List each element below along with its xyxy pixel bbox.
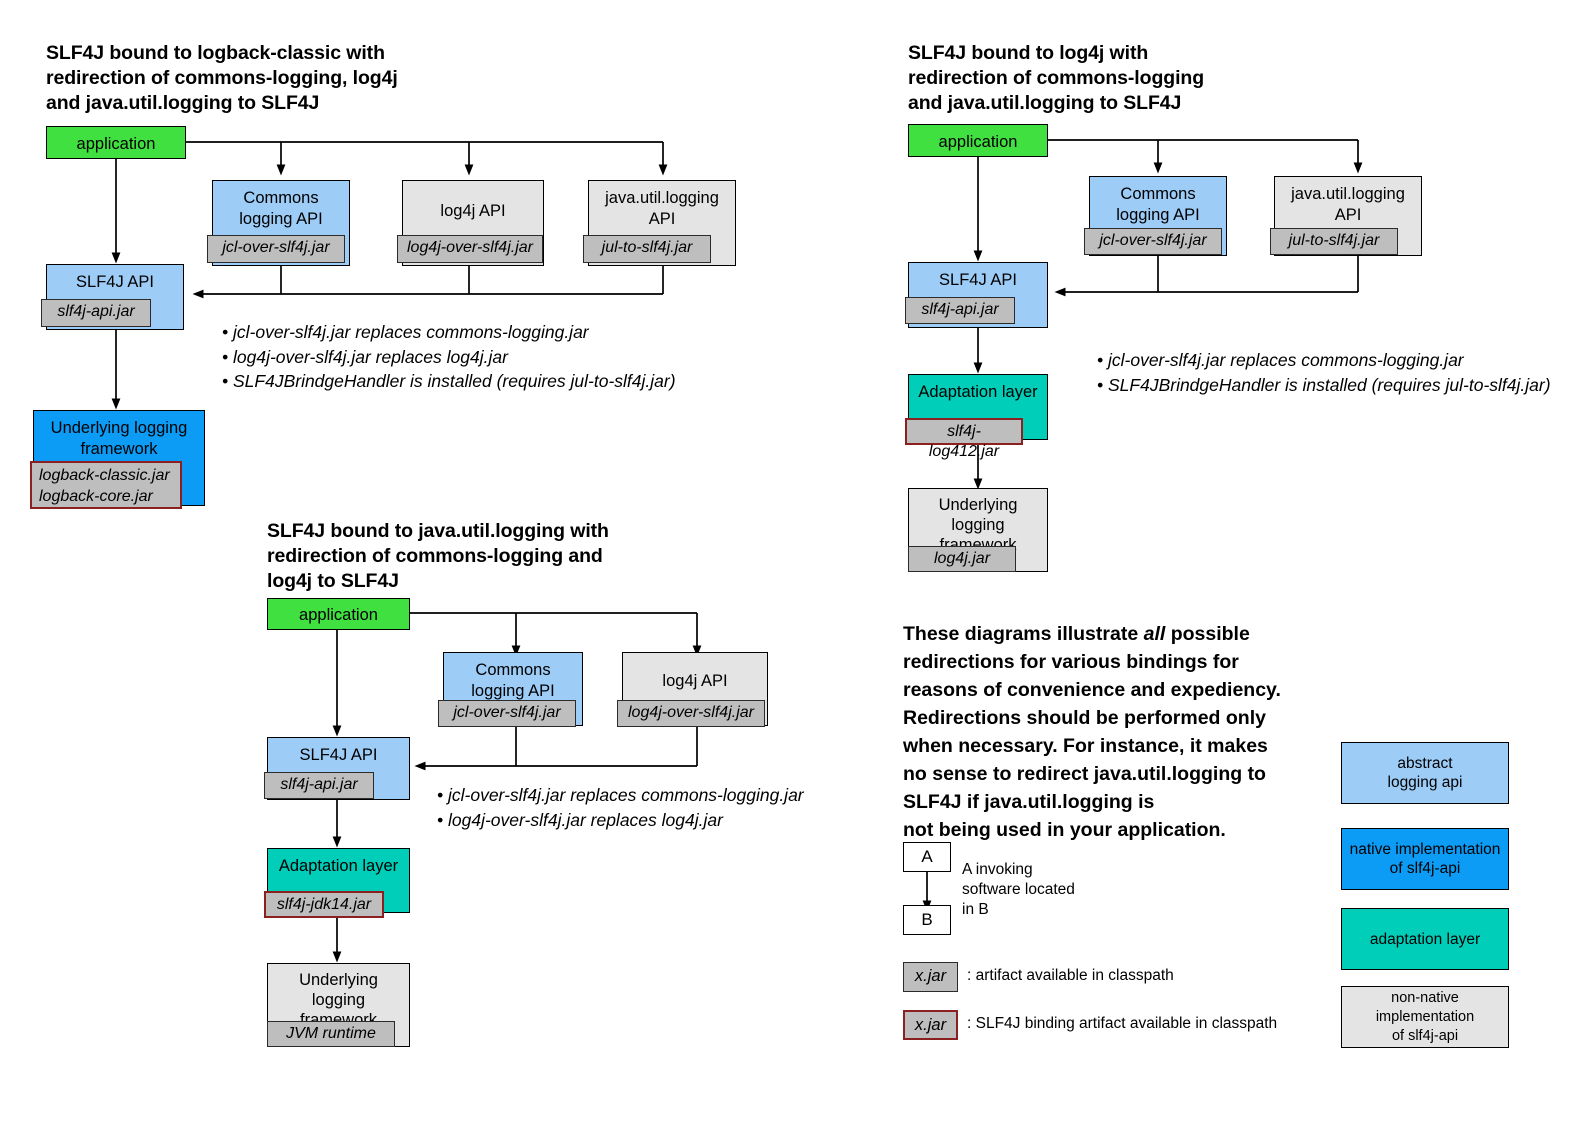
legend-swatch-non-native-implementation: non-native implementation of slf4j-api <box>1341 986 1509 1048</box>
diagram3-slf4j-api-node: SLF4J API <box>267 737 410 800</box>
diagram2-slf4j-api-jar: slf4j-api.jar <box>905 297 1015 324</box>
legend-swatch-label: native implementation of slf4j-api <box>1349 841 1501 877</box>
node-label: application <box>76 135 156 153</box>
bullet-item: • jcl-over-slf4j.jar replaces commons-lo… <box>1097 350 1464 370</box>
bullet-item: • jcl-over-slf4j.jar replaces commons-lo… <box>437 785 804 805</box>
node-label: log4j API <box>662 672 728 690</box>
diagram1-application-node: application <box>46 126 186 159</box>
diagram1-bullets: • jcl-over-slf4j.jar replaces commons-lo… <box>222 320 676 394</box>
diagram1-slf4j-api-jar: slf4j-api.jar <box>41 299 151 327</box>
diagram2-title: SLF4J bound to log4j with redirection of… <box>908 42 1205 114</box>
diagram3-log4j-over-slf4j-jar: log4j-over-slf4j.jar <box>617 700 765 727</box>
diagram1-jul-to-slf4j-jar: jul-to-slf4j.jar <box>583 235 711 263</box>
node-label: java.util.logging API <box>1291 185 1405 224</box>
legend-swatch-adaptation-layer: adaptation layer <box>1341 908 1509 970</box>
diagram2-jul-to-slf4j-jar: jul-to-slf4j.jar <box>1270 228 1398 255</box>
legend-jar-binding: x.jar <box>903 1010 958 1040</box>
node-label: Commons logging API <box>471 661 555 700</box>
legend-arrow-caption: A invoking software located in B <box>962 861 1075 918</box>
legend-jar-plain: x.jar <box>903 962 958 992</box>
diagram3-title: SLF4J bound to java.util.logging with re… <box>267 520 609 592</box>
diagram3-slf4j-jdk14-jar: slf4j-jdk14.jar <box>264 891 384 918</box>
bullet-item: • log4j-over-slf4j.jar replaces log4j.ja… <box>222 346 508 367</box>
diagram1-logback-jars: logback-classic.jar logback-core.jar <box>30 461 182 509</box>
bullet-item: • SLF4JBrindgeHandler is installed (requ… <box>222 371 676 391</box>
node-label: application <box>299 606 378 624</box>
legend-box-a: A <box>903 842 951 872</box>
legend-swatch-label: adaptation layer <box>1369 930 1481 948</box>
legend-jar-plain-caption: : artifact available in classpath <box>967 967 1174 984</box>
diagram2-log4j-jar: log4j.jar <box>908 546 1016 572</box>
bullet-item: • log4j-over-slf4j.jar replaces log4j.ja… <box>437 809 723 830</box>
diagram1-title: SLF4J bound to logback-classic with redi… <box>46 42 398 114</box>
bullet-item: • SLF4JBrindgeHandler is installed (requ… <box>1097 374 1551 395</box>
node-label: application <box>938 133 1018 151</box>
node-label: Underlying logging framework <box>50 419 188 458</box>
legend-swatch-native-implementation: native implementation of slf4j-api <box>1341 828 1509 890</box>
diagram3-bullets: • jcl-over-slf4j.jar replaces commons-lo… <box>437 783 804 832</box>
node-label: SLF4J API <box>939 271 1017 289</box>
node-label: SLF4J API <box>299 746 378 764</box>
note-emphasis: all <box>1143 623 1166 645</box>
node-label: SLF4J API <box>76 273 154 291</box>
legend-box-a-label: A <box>921 847 933 866</box>
diagram2-slf4j-log412-jar: slf4j-log412.jar <box>905 418 1023 460</box>
diagram3-application-node: application <box>267 598 410 630</box>
note-line2: possible redirections for various bindin… <box>903 623 1281 841</box>
node-label: Commons logging API <box>239 189 323 228</box>
legend-box-b: B <box>903 905 951 935</box>
diagram2-application-node: application <box>908 124 1048 157</box>
diagram3-jvm-runtime-jar: JVM runtime <box>267 1021 395 1047</box>
diagram2-jcl-over-slf4j-jar: jcl-over-slf4j.jar <box>1084 228 1222 255</box>
diagram1-jcl-over-slf4j-jar: jcl-over-slf4j.jar <box>207 235 345 263</box>
legend-swatch-abstract-logging-api: abstract logging api <box>1341 742 1509 804</box>
diagram1-log4j-over-slf4j-jar: log4j-over-slf4j.jar <box>397 235 543 263</box>
node-label: log4j API <box>440 202 506 220</box>
legend-box-b-label: B <box>921 910 933 929</box>
legend-swatch-label: non-native implementation of slf4j-api <box>1375 989 1475 1044</box>
diagram2-bullets: • jcl-over-slf4j.jar replaces commons-lo… <box>1097 348 1551 397</box>
diagram2-slf4j-api-node: SLF4J API <box>908 262 1048 328</box>
legend-jar-binding-caption: : SLF4J binding artifact available in cl… <box>967 1015 1278 1032</box>
legend-swatch-label: abstract logging api <box>1387 755 1463 791</box>
node-label: java.util.logging API <box>605 189 719 228</box>
node-label: Commons logging API <box>1116 185 1200 224</box>
note-line1: These diagrams illustrate <box>903 623 1144 645</box>
diagram3-slf4j-api-jar: slf4j-api.jar <box>264 772 374 799</box>
explanatory-note: These diagrams illustrate all possible r… <box>903 620 1333 844</box>
bullet-item: • jcl-over-slf4j.jar replaces commons-lo… <box>222 322 589 342</box>
diagram3-jcl-over-slf4j-jar: jcl-over-slf4j.jar <box>438 700 576 727</box>
node-label: Adaptation layer <box>278 857 399 875</box>
node-label: Adaptation layer <box>918 383 1038 401</box>
